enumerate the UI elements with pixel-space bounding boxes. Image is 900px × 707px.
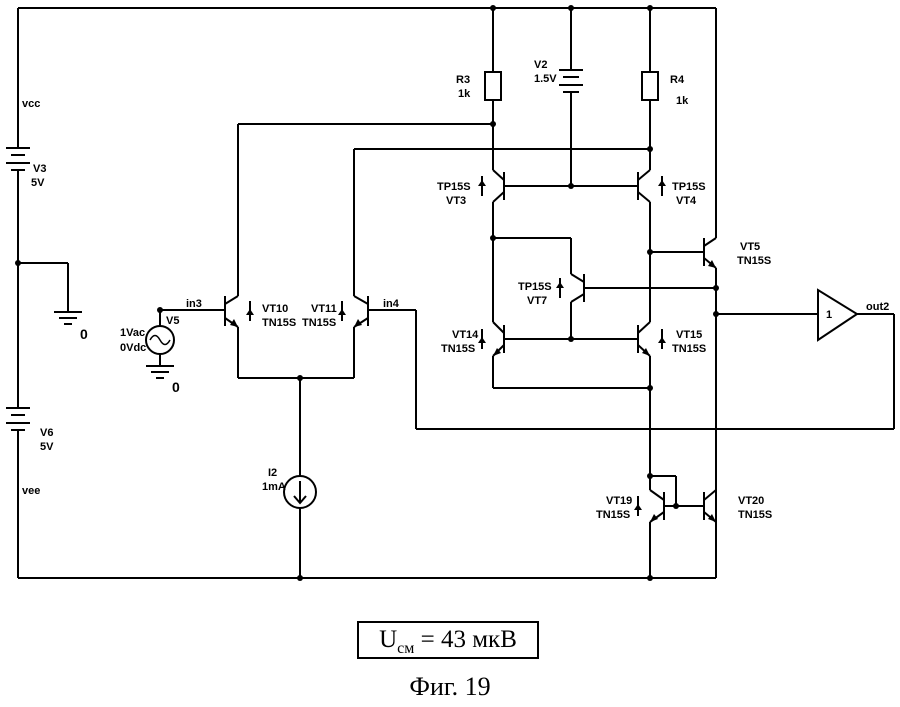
r4-value-label: 1k (676, 95, 689, 107)
transistor-vt20-symbol (703, 489, 717, 523)
transistor-vt7-symbol (556, 273, 585, 303)
net-in3-label: in3 (186, 298, 202, 310)
caption-value: = 43 мкВ (414, 626, 517, 653)
vt4-type-label: TP15S (672, 181, 706, 193)
buffer-amplifier-symbol (817, 288, 859, 342)
transistor-vt3-symbol (478, 169, 505, 203)
battery-v2-symbol (559, 69, 583, 100)
transistor-vt19-symbol (634, 489, 665, 523)
v5-name-label: V5 (166, 315, 179, 327)
vt19-name-label: VT19 (606, 495, 632, 507)
current-source-i2-symbol (283, 475, 317, 509)
vt5-type-label: TN15S (737, 255, 771, 267)
vt7-name-label: VT7 (527, 295, 547, 307)
net-out2-label: out2 (866, 301, 889, 313)
vt14-type-label: TN15S (441, 343, 475, 355)
junction-dots (15, 5, 719, 581)
ac-source-v5-symbol (145, 325, 175, 355)
r4-name-label: R4 (670, 74, 685, 86)
ground-label-2: 0 (172, 379, 180, 395)
transistor-vt15-symbol (637, 321, 666, 357)
i2-value-label: 1mA (262, 481, 286, 493)
v5-ac-label: 1Vac (120, 327, 145, 339)
vt11-name-label: VT11 (311, 303, 337, 315)
vt15-type-label: TN15S (672, 343, 706, 355)
vt11-type-label: TN15S (302, 317, 336, 329)
vt20-type-label: TN15S (738, 509, 772, 521)
figure-title: Фиг. 19 (409, 672, 491, 701)
vt15-name-label: VT15 (676, 329, 702, 341)
ground-symbol-1 (54, 311, 82, 325)
v6-name-label: V6 (40, 427, 53, 439)
vt3-type-label: TP15S (437, 181, 471, 193)
battery-v6-symbol (6, 407, 30, 438)
circuit-schematic: vcc vee V3 5V V6 5V V2 1.5V 1Vac 0Vdc V5… (6, 5, 895, 581)
ground-symbol-2 (146, 365, 174, 379)
transistor-vt14-symbol (478, 321, 505, 357)
vt7-type-label: TP15S (518, 281, 552, 293)
vt10-name-label: VT10 (262, 303, 288, 315)
vcc-rail-label: vcc (22, 98, 40, 110)
vt14-name-label: VT14 (452, 329, 479, 341)
transistor-vt5-symbol (703, 237, 717, 269)
v6-value-label: 5V (40, 441, 54, 453)
vt19-type-label: TN15S (596, 509, 630, 521)
v2-value-label: 1.5V (534, 73, 557, 85)
vt20-name-label: VT20 (738, 495, 764, 507)
v3-value-label: 5V (31, 177, 45, 189)
caption-box: Uсм = 43 мкВ (357, 621, 539, 659)
vee-rail-label: vee (22, 485, 40, 497)
transistor-vt10-symbol (224, 295, 254, 328)
caption-subscript: см (397, 640, 415, 657)
v3-name-label: V3 (33, 163, 46, 175)
v2-name-label: V2 (534, 59, 547, 71)
vt5-name-label: VT5 (740, 241, 760, 253)
caption-symbol: U (379, 626, 398, 653)
vt4-name-label: VT4 (676, 195, 697, 207)
wires (17, 7, 895, 579)
r3-value-label: 1k (458, 88, 471, 100)
r3-name-label: R3 (456, 74, 470, 86)
vt10-type-label: TN15S (262, 317, 296, 329)
transistor-vt11-symbol (338, 295, 369, 328)
net-in4-label: in4 (383, 298, 400, 310)
battery-v3-symbol (6, 147, 30, 178)
v5-dc-label: 0Vdc (120, 342, 146, 354)
transistor-vt4-symbol (637, 169, 666, 203)
resistor-r3-symbol (484, 71, 502, 101)
i2-name-label: I2 (268, 467, 277, 479)
ground-label-1: 0 (80, 326, 88, 342)
resistor-r4-symbol (641, 71, 659, 101)
buffer-gain-label: 1 (826, 309, 832, 321)
vt3-name-label: VT3 (446, 195, 466, 207)
